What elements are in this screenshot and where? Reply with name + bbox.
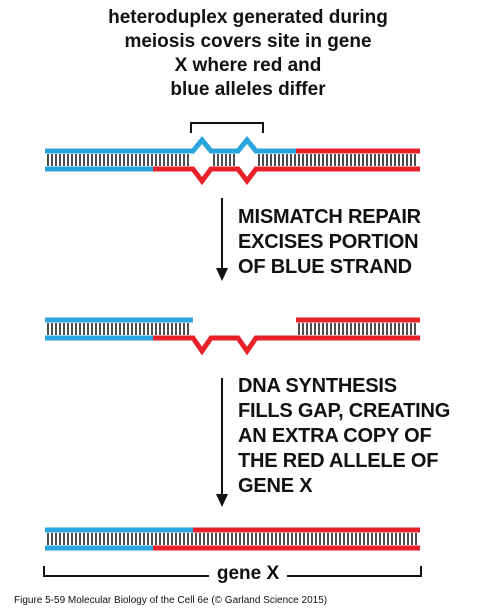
title-line: X where red and [174, 55, 322, 76]
step-line: AN EXTRA COPY OF [238, 425, 432, 447]
gene-label-text: gene X [208, 563, 288, 584]
dna-heteroduplex [45, 136, 420, 186]
step-line: EXCISES PORTION [238, 231, 419, 253]
step-line: DNA SYNTHESIS [238, 375, 397, 397]
down-arrow-1 [216, 198, 228, 281]
step-dna-synthesis: DNA SYNTHESIS FILLS GAP, CREATING AN EXT… [238, 374, 450, 499]
gene-label: gene X [0, 563, 496, 585]
title-line: blue alleles differ [170, 79, 326, 100]
step-line: GENE X [238, 475, 313, 497]
bottom-strand-red [153, 166, 420, 186]
step-mismatch-repair: MISMATCH REPAIR EXCISES PORTION OF BLUE … [238, 205, 421, 280]
step-line: THE RED ALLELE OF [238, 450, 439, 472]
mismatch-site-bracket [190, 122, 264, 133]
bottom-strand-red [153, 335, 420, 356]
base-pair-rungs [47, 323, 416, 335]
figure-caption: Figure 5-59 Molecular Biology of the Cel… [14, 595, 328, 606]
title-line: heteroduplex generated during [108, 7, 388, 28]
dna-repaired [45, 527, 420, 551]
base-pair-rungs [47, 154, 416, 166]
step-line: MISMATCH REPAIR [238, 206, 421, 228]
top-strand-blue [45, 136, 296, 154]
dna-gapped [45, 317, 420, 356]
step-line: OF BLUE STRAND [238, 256, 412, 278]
base-pair-rungs [47, 533, 417, 545]
step-line: FILLS GAP, CREATING [238, 400, 451, 422]
diagram-title: heteroduplex generated during meiosis co… [0, 6, 496, 102]
down-arrow-2 [216, 378, 228, 507]
title-line: meiosis covers site in gene [124, 31, 372, 52]
